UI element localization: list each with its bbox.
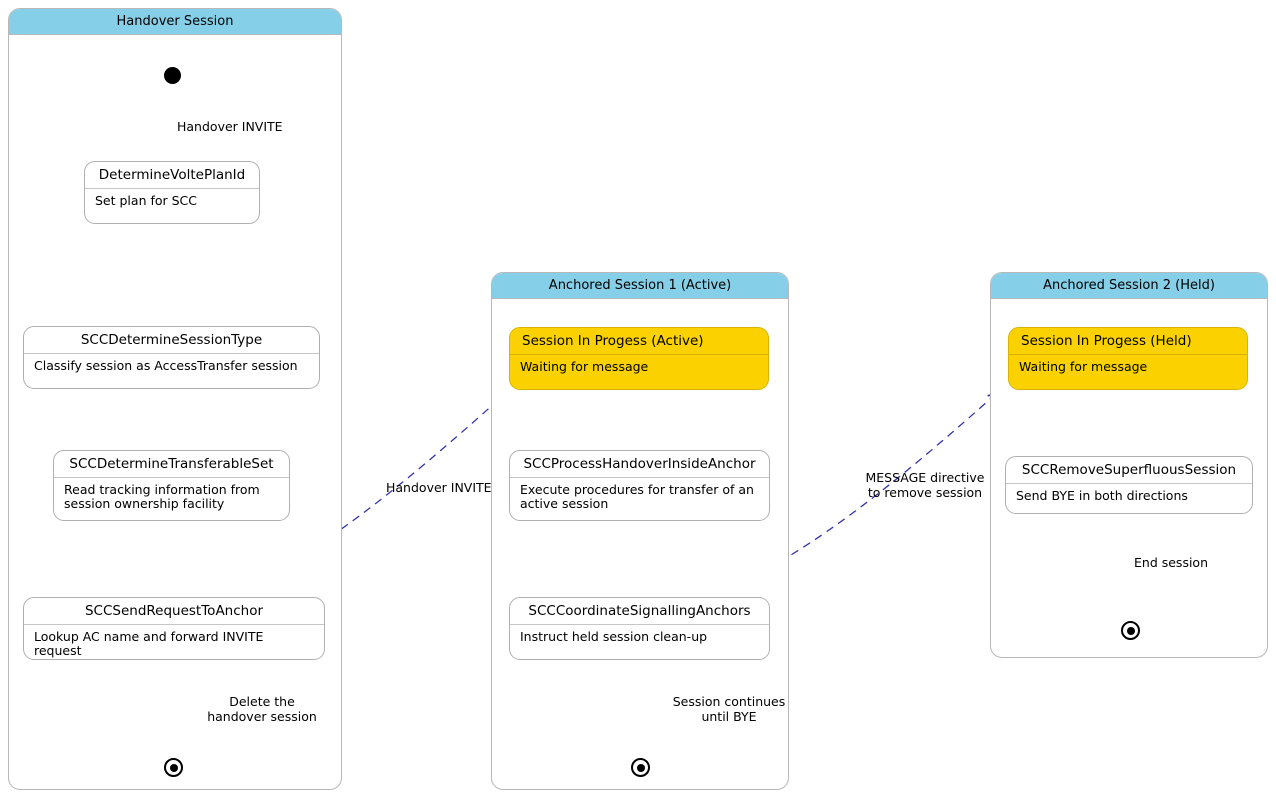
state-body-session-in-progess-active: Waiting for message — [520, 359, 649, 374]
final-state-node-anchored-session-1 — [631, 758, 650, 777]
panel-title-handover-session: Handover Session — [9, 9, 341, 35]
state-title-scc-determine-transferable-set: SCCDetermineTransferableSet — [69, 456, 274, 472]
state-scc-process-handover-inside-anchor[interactable]: SCCProcessHandoverInsideAnchor Execute p… — [509, 450, 770, 521]
state-scc-remove-superfluous-session[interactable]: SCCRemoveSuperfluousSession Send BYE in … — [1005, 456, 1253, 514]
state-determine-volte-plan-id[interactable]: DetermineVoltePlanId Set plan for SCC — [84, 161, 260, 224]
state-scc-coordinate-signalling-anchors[interactable]: SCCCoordinateSignallingAnchors Instruct … — [509, 597, 770, 660]
panel-handover-session[interactable]: Handover Session — [8, 8, 342, 790]
state-title-scc-send-request-to-anchor: SCCSendRequestToAnchor — [84, 603, 264, 619]
panel-title-anchored-session-2: Anchored Session 2 (Held) — [991, 273, 1267, 299]
edge-label-end-session: End session — [1134, 555, 1208, 570]
state-title-session-in-progess-held: Session In Progess (Held) — [1021, 333, 1192, 349]
initial-state-node-handover-session — [164, 67, 181, 84]
state-divider — [510, 624, 769, 625]
edge-label-session-continues-until-bye: Session continues until BYE — [672, 694, 786, 724]
state-body-session-in-progess-held: Waiting for message — [1019, 359, 1148, 374]
state-body-scc-coordinate-signalling-anchors: Instruct held session clean-up — [520, 629, 708, 644]
final-state-node-anchored-session-2 — [1121, 621, 1140, 640]
state-body-scc-determine-session-type: Classify session as AccessTransfer sessi… — [34, 358, 298, 373]
final-state-dot — [636, 763, 645, 772]
state-divider — [510, 354, 768, 355]
state-scc-determine-session-type[interactable]: SCCDetermineSessionType Classify session… — [23, 326, 320, 389]
state-scc-send-request-to-anchor[interactable]: SCCSendRequestToAnchor Lookup AC name an… — [23, 597, 325, 660]
state-title-session-in-progess-active: Session In Progess (Active) — [522, 333, 704, 349]
state-session-in-progess-active[interactable]: Session In Progess (Active) Waiting for … — [509, 327, 769, 390]
state-divider — [54, 477, 289, 478]
state-divider — [24, 624, 324, 625]
edge-label-delete-handover-session: Delete the handover session — [207, 694, 317, 724]
state-scc-determine-transferable-set[interactable]: SCCDetermineTransferableSet Read trackin… — [53, 450, 290, 521]
edge-label-handover-invite-start: Handover INVITE — [177, 119, 283, 134]
state-divider — [1009, 354, 1247, 355]
state-body-scc-send-request-to-anchor: Lookup AC name and forward INVITE reques… — [34, 629, 264, 658]
final-state-dot — [1126, 626, 1135, 635]
state-body-scc-determine-transferable-set: Read tracking information from session o… — [64, 482, 260, 511]
state-title-determine-volte-plan-id: DetermineVoltePlanId — [98, 167, 246, 183]
state-divider — [24, 353, 319, 354]
state-session-in-progess-held[interactable]: Session In Progess (Held) Waiting for me… — [1008, 327, 1248, 390]
edge-label-message-directive-cross: MESSAGE directive to remove session — [865, 470, 985, 500]
state-title-scc-determine-session-type: SCCDetermineSessionType — [80, 332, 263, 348]
state-divider — [85, 188, 259, 189]
state-divider — [510, 477, 769, 478]
state-title-scc-coordinate-signalling-anchors: SCCCoordinateSignallingAnchors — [528, 603, 751, 619]
state-body-scc-process-handover-inside-anchor: Execute procedures for transfer of an ac… — [520, 482, 754, 511]
final-state-dot — [169, 763, 178, 772]
final-state-node-handover-session — [164, 758, 183, 777]
state-divider — [1006, 483, 1252, 484]
panel-title-anchored-session-1: Anchored Session 1 (Active) — [492, 273, 788, 299]
state-title-scc-process-handover-inside-anchor: SCCProcessHandoverInsideAnchor — [523, 456, 756, 472]
edge-label-handover-invite-cross: Handover INVITE — [386, 480, 492, 495]
state-title-scc-remove-superfluous-session: SCCRemoveSuperfluousSession — [1021, 462, 1237, 478]
state-body-determine-volte-plan-id: Set plan for SCC — [95, 193, 198, 208]
state-body-scc-remove-superfluous-session: Send BYE in both directions — [1016, 488, 1188, 503]
